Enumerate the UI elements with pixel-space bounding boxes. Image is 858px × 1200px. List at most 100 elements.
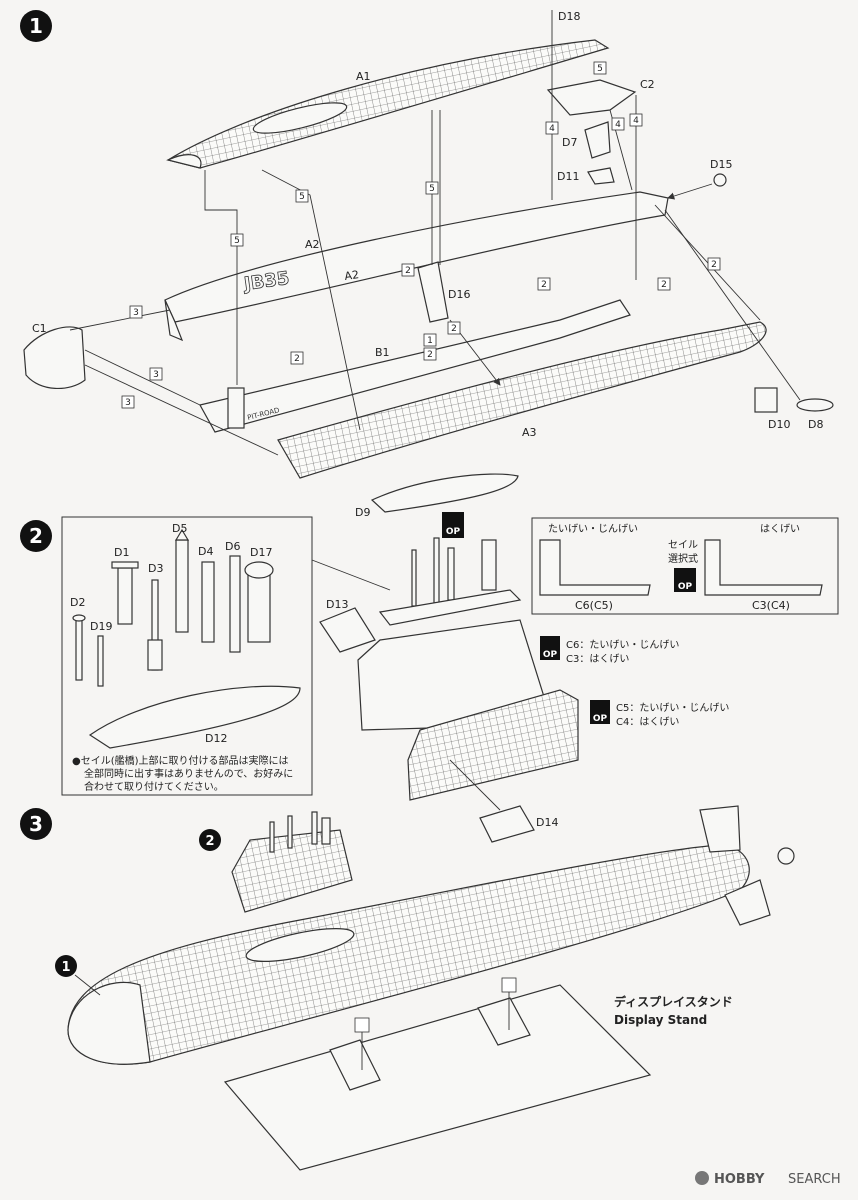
step-3-badge <box>20 808 52 840</box>
ref-box <box>447 321 461 335</box>
stern-upper-fin <box>699 805 741 853</box>
step-2-section: 2 D12 D2 D19 D1 D3 D5 D4 D6 <box>20 473 839 843</box>
sub-step-1-badge <box>55 955 77 977</box>
ref-num: 5 <box>299 192 305 202</box>
watermark-brand: HOBBY <box>714 1172 765 1187</box>
ref-num: 3 <box>133 308 139 318</box>
note-line-3: 合わせて取り付けてください。 <box>84 780 224 793</box>
part-d14 <box>479 805 535 843</box>
label-d11: D11 <box>557 170 579 183</box>
ref-num: 3 <box>125 398 131 408</box>
watermark: HOBBY SEARCH <box>695 1171 841 1187</box>
arrow-d15 <box>667 183 713 200</box>
step-3-number: 3 <box>29 812 43 836</box>
label-d19: D19 <box>90 620 112 633</box>
sail-option-left-caption: C6(C5) <box>575 599 613 612</box>
submarine-hatch <box>245 928 355 962</box>
step-1-number: 1 <box>29 14 43 38</box>
part-d13 <box>319 607 376 653</box>
label-d4: D4 <box>198 545 213 558</box>
option-2-line-2: C4：はくげい <box>616 716 679 728</box>
note-line-2: 全部同時に出す事はありませんので、お好みに <box>84 767 293 780</box>
label-d6: D6 <box>225 540 240 553</box>
part-d2-cap <box>72 614 86 622</box>
sail-top-plate <box>378 589 522 626</box>
stand-cradle-rear <box>477 997 531 1046</box>
label-d8: D8 <box>808 418 823 431</box>
guide-c1-a3 <box>84 364 279 456</box>
label-c1: C1 <box>32 322 47 335</box>
part-d12 <box>88 685 301 749</box>
part-d4 <box>201 561 215 643</box>
label-d16: D16 <box>448 288 470 301</box>
guide-d14 <box>449 759 501 811</box>
ref-num: 5 <box>234 236 240 246</box>
watermark-tail: SEARCH <box>788 1172 841 1187</box>
option-1-line-1: C6：たいげい・じんげい <box>566 639 679 651</box>
ref-num: 4 <box>549 124 555 134</box>
guide-a1-a3 <box>261 169 361 431</box>
part-d3-base <box>147 639 163 671</box>
sail-option-right-title: はくげい <box>760 523 800 535</box>
part-d17 <box>247 569 271 643</box>
propeller <box>777 847 795 865</box>
ref-num: 3 <box>153 370 159 380</box>
mast <box>311 811 318 845</box>
part-a1-hatch <box>252 102 348 134</box>
sub-step-2-badge <box>199 829 221 851</box>
label-d15: D15 <box>710 158 732 171</box>
part-d11 <box>587 167 615 185</box>
op-badge <box>442 512 464 538</box>
guide-a2-a3 <box>654 204 761 321</box>
op-badge-mid-label: OP <box>678 582 693 592</box>
part-d5-tip <box>174 528 190 541</box>
ref-num: 2 <box>661 280 667 290</box>
ref-box <box>593 61 607 75</box>
glue-mark <box>354 1017 370 1033</box>
sail-option-mid-1: セイル <box>668 539 698 551</box>
step-2-number: 2 <box>29 524 43 548</box>
glue-mark <box>501 977 517 993</box>
ref-box <box>121 395 135 409</box>
ref-num: 1 <box>427 336 433 346</box>
sail-masts <box>378 537 522 626</box>
sail-grid <box>407 689 579 801</box>
sail-option-right-caption: C3(C4) <box>752 599 790 612</box>
part-d2 <box>75 619 83 681</box>
ref-num: 5 <box>429 184 435 194</box>
watermark-logo-icon <box>695 1171 709 1185</box>
op-badge-opt2-label: OP <box>593 714 608 724</box>
op-badge-opt1 <box>540 636 560 660</box>
sub-step-2-number: 2 <box>205 834 214 849</box>
label-d12: D12 <box>205 732 227 745</box>
label-a2: A2 <box>305 238 320 251</box>
sail-option-mid-2: 選択式 <box>668 552 698 565</box>
mast <box>287 815 293 849</box>
ref-num: 2 <box>405 266 411 276</box>
label-d2: D2 <box>70 596 85 609</box>
part-d8 <box>796 398 834 412</box>
step-1-section: 1 A1 D18 C2 D7 D11 D15 A2 JB35 A2 D16 <box>20 10 834 479</box>
option-1-line-2: C3：はくげい <box>566 653 629 665</box>
label-a2-marker: A2 <box>344 268 360 283</box>
ref-box <box>129 305 143 319</box>
ref-box <box>629 113 643 127</box>
ref-box <box>425 181 439 195</box>
ref-box <box>290 351 304 365</box>
label-d3: D3 <box>148 562 163 575</box>
part-d15 <box>713 173 727 187</box>
ref-num: 2 <box>541 280 547 290</box>
ref-box <box>657 277 671 291</box>
step-3-section: 3 2 1 ディスプレイスタンド Display Stand <box>20 805 795 1171</box>
ref-box <box>230 233 244 247</box>
label-d5: D5 <box>172 522 187 535</box>
sail-option-box <box>531 517 839 615</box>
guide-c1-a2 <box>69 309 171 331</box>
stand-cradle-front <box>329 1039 381 1091</box>
part-d19 <box>97 635 104 687</box>
option-2-line-1: C5：たいげい・じんげい <box>616 702 729 714</box>
label-d10: D10 <box>768 418 790 431</box>
ref-num: 2 <box>711 260 717 270</box>
ref-box <box>401 263 415 277</box>
